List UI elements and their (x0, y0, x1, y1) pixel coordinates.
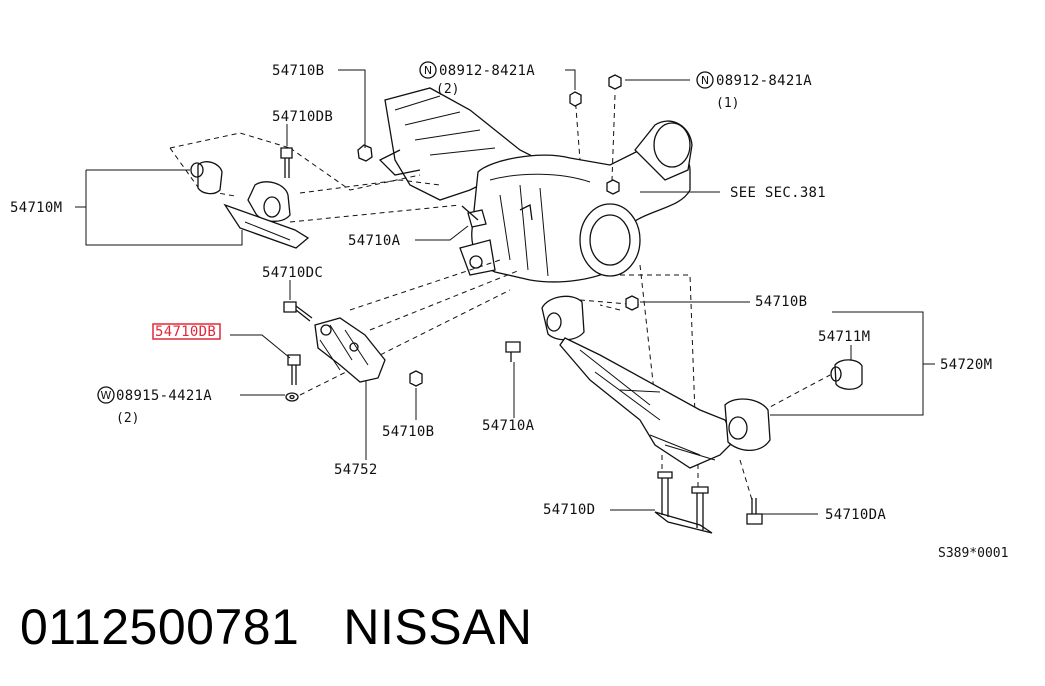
label-54710db-top[interactable]: 54710DB (272, 109, 333, 125)
w-symbol (97, 386, 115, 404)
crossmember-54720m (541, 295, 771, 469)
label-54710b-right[interactable]: 54710B (755, 294, 807, 310)
label-08912-8421a-first[interactable]: 08912-8421A (439, 63, 535, 79)
differential-housing (378, 87, 693, 283)
part-number: 0112500781 (20, 599, 300, 655)
lower-plate-54710d (654, 471, 713, 534)
n-symbol-2 (696, 71, 714, 89)
diagram-reference: S389*0001 (938, 546, 1008, 561)
part-labels: 54710B 54710DB 54710M 54710A 54710DC 547… (10, 63, 1008, 561)
label-08912-qty-1: (1) (716, 96, 739, 111)
n-symbol-1 (419, 61, 437, 79)
label-54710a-mid[interactable]: 54710A (348, 233, 401, 249)
label-54710d[interactable]: 54710D (543, 502, 595, 518)
label-08912-8421a-second[interactable]: 08912-8421A (716, 73, 812, 89)
label-08915-4421a[interactable]: 08915-4421A (116, 388, 212, 404)
label-54710b-top[interactable]: 54710B (272, 63, 324, 79)
leader-lines (75, 69, 935, 515)
n-symbol-1-letter: N (424, 64, 432, 77)
left-insulator-mount (190, 161, 310, 249)
label-54710a-lower[interactable]: 54710A (482, 418, 535, 434)
label-54752[interactable]: 54752 (334, 462, 378, 478)
label-08912-qty-2: (2) (436, 82, 459, 97)
fasteners (280, 74, 863, 525)
label-54710b-lower[interactable]: 54710B (382, 424, 434, 440)
guide-lines (169, 94, 831, 501)
label-54710db-highlighted[interactable]: 54710DB (155, 324, 216, 340)
bracket-54752 (314, 317, 386, 383)
n-symbol-2-letter: N (701, 74, 709, 87)
label-54711m[interactable]: 54711M (818, 329, 870, 345)
label-54710dc[interactable]: 54710DC (262, 265, 323, 281)
label-54720m[interactable]: 54720M (940, 357, 992, 373)
label-54710m[interactable]: 54710M (10, 200, 62, 216)
w-symbol-letter: W (101, 389, 112, 402)
circle-symbols: N N W (97, 61, 714, 404)
label-08915-qty: (2) (116, 411, 139, 426)
label-54710da[interactable]: 54710DA (825, 507, 886, 523)
brand-name: NISSAN (343, 599, 533, 655)
part-footer: 0112500781 NISSAN (20, 598, 577, 656)
highlight-box (152, 323, 221, 340)
label-see-sec[interactable]: SEE SEC.381 (730, 185, 826, 201)
